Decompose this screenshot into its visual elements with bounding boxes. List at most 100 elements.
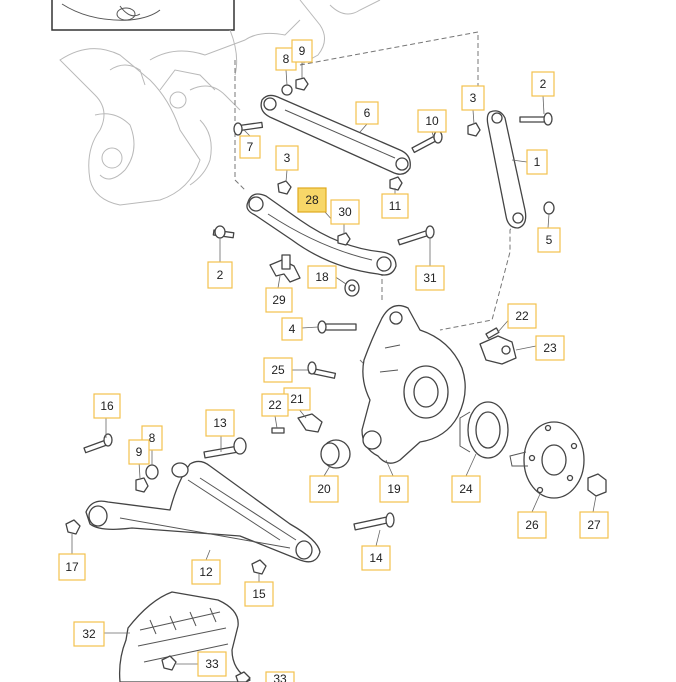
callout-5[interactable]: 5 bbox=[537, 227, 561, 253]
callout-label: 32 bbox=[82, 627, 96, 641]
nut-part-11[interactable] bbox=[389, 176, 403, 191]
callout-label: 21 bbox=[290, 392, 304, 406]
callout-3-upper-right[interactable]: 3 bbox=[461, 85, 485, 111]
hub-nut[interactable] bbox=[587, 473, 607, 497]
callout-33-bottom[interactable]: 33 bbox=[265, 671, 295, 682]
callout-29[interactable]: 29 bbox=[265, 287, 293, 313]
bolt-part-4[interactable] bbox=[317, 320, 357, 334]
bushing-part-18[interactable] bbox=[344, 279, 360, 297]
callout-3-middle[interactable]: 3 bbox=[275, 145, 299, 171]
callout-label: 33 bbox=[273, 672, 287, 682]
callout-label: 16 bbox=[100, 399, 114, 413]
wheel-carrier-knuckle[interactable] bbox=[361, 304, 466, 464]
callout-label: 4 bbox=[289, 322, 296, 336]
callout-12[interactable]: 12 bbox=[191, 559, 221, 585]
callout-7[interactable]: 7 bbox=[239, 135, 261, 159]
nut-part-9-top[interactable] bbox=[295, 77, 309, 91]
callout-label: 29 bbox=[272, 293, 286, 307]
camber-control-arm[interactable] bbox=[246, 193, 397, 276]
wheel-hub-flange[interactable] bbox=[509, 421, 585, 499]
callout-label: 23 bbox=[543, 341, 557, 355]
callout-14[interactable]: 14 bbox=[361, 545, 391, 571]
bushing-part-20[interactable] bbox=[320, 439, 351, 469]
bolt-part-2-left[interactable] bbox=[212, 225, 235, 239]
callout-28[interactable]: 28 bbox=[297, 187, 327, 213]
callout-31[interactable]: 31 bbox=[415, 265, 445, 291]
callout-label: 18 bbox=[315, 270, 329, 284]
callout-2-upper-right[interactable]: 2 bbox=[531, 71, 555, 97]
bolt-part-25[interactable] bbox=[307, 361, 337, 379]
toe-link-arm[interactable] bbox=[486, 110, 527, 229]
callout-22-right[interactable]: 22 bbox=[507, 303, 537, 329]
callout-26[interactable]: 26 bbox=[517, 511, 547, 539]
callout-1[interactable]: 1 bbox=[526, 149, 548, 175]
callout-9-upper[interactable]: 9 bbox=[291, 39, 313, 63]
callout-13[interactable]: 13 bbox=[205, 409, 235, 437]
bolt-part-16[interactable] bbox=[83, 433, 113, 454]
nut-part-15[interactable] bbox=[251, 559, 267, 575]
callout-20[interactable]: 20 bbox=[309, 475, 339, 503]
wheel-bearing[interactable] bbox=[459, 401, 509, 459]
callout-label: 25 bbox=[271, 363, 285, 377]
bolt-part-10[interactable] bbox=[411, 130, 443, 154]
bracket-part-23[interactable] bbox=[479, 335, 517, 365]
callout-label: 2 bbox=[540, 77, 547, 91]
callout-2-left[interactable]: 2 bbox=[207, 261, 233, 289]
callout-27[interactable]: 27 bbox=[579, 511, 609, 539]
callout-label: 28 bbox=[305, 193, 319, 207]
washer-part-8-lower[interactable] bbox=[145, 464, 159, 480]
upper-control-arm[interactable] bbox=[260, 94, 411, 175]
callout-17[interactable]: 17 bbox=[58, 553, 86, 581]
bolt-part-13[interactable] bbox=[203, 437, 247, 459]
bolt-part-2-right[interactable] bbox=[519, 112, 553, 126]
callout-label: 3 bbox=[284, 151, 291, 165]
subframe-ghost-outline bbox=[59, 0, 381, 206]
callout-9-lower[interactable]: 9 bbox=[128, 439, 150, 465]
nut-part-33[interactable] bbox=[161, 655, 177, 671]
callout-19[interactable]: 19 bbox=[379, 475, 409, 503]
nut-part-33-lower[interactable] bbox=[235, 671, 251, 682]
callout-label: 22 bbox=[515, 309, 529, 323]
callout-6[interactable]: 6 bbox=[355, 101, 379, 125]
callout-15[interactable]: 15 bbox=[244, 581, 274, 607]
bolt-part-31[interactable] bbox=[397, 225, 435, 246]
callout-32[interactable]: 32 bbox=[73, 621, 105, 647]
callout-label: 9 bbox=[136, 445, 143, 459]
callout-16[interactable]: 16 bbox=[93, 393, 121, 419]
callout-4[interactable]: 4 bbox=[281, 317, 303, 341]
bolt-part-7[interactable] bbox=[233, 121, 264, 136]
underbody-cover-shield[interactable] bbox=[118, 591, 251, 682]
nut-part-17[interactable] bbox=[65, 519, 81, 535]
callout-label: 24 bbox=[459, 482, 473, 496]
callout-18[interactable]: 18 bbox=[307, 265, 337, 289]
bolt-part-14[interactable] bbox=[353, 512, 395, 531]
nut-part-3-mid[interactable] bbox=[277, 180, 292, 195]
inset-thumbnail[interactable] bbox=[51, 0, 235, 31]
callout-23[interactable]: 23 bbox=[535, 335, 565, 361]
bolt-part-22[interactable] bbox=[271, 327, 500, 434]
callout-label: 8 bbox=[283, 52, 290, 66]
callout-label: 17 bbox=[65, 560, 79, 574]
lower-control-arm[interactable] bbox=[85, 460, 321, 563]
bracket-part-21[interactable] bbox=[297, 413, 323, 433]
callout-22-left[interactable]: 22 bbox=[261, 393, 289, 417]
bracket-part-29[interactable] bbox=[269, 254, 301, 283]
nut-part-8-top[interactable] bbox=[281, 84, 293, 96]
callout-label: 5 bbox=[546, 233, 553, 247]
callout-label: 14 bbox=[369, 551, 383, 565]
callout-label: 6 bbox=[364, 106, 371, 120]
nut-part-3-top[interactable] bbox=[467, 122, 481, 137]
callout-label: 33 bbox=[205, 657, 219, 671]
callout-30[interactable]: 30 bbox=[330, 199, 360, 225]
nut-part-30[interactable] bbox=[337, 232, 351, 246]
nut-part-5[interactable] bbox=[543, 201, 555, 215]
callout-label: 1 bbox=[534, 155, 541, 169]
callout-24[interactable]: 24 bbox=[451, 475, 481, 503]
callout-33[interactable]: 33 bbox=[197, 651, 227, 677]
callout-11[interactable]: 11 bbox=[381, 193, 409, 219]
callout-25[interactable]: 25 bbox=[263, 357, 293, 383]
callout-label: 2 bbox=[217, 268, 224, 282]
callout-10[interactable]: 10 bbox=[417, 109, 447, 133]
washer-part-9-lower[interactable] bbox=[135, 477, 149, 493]
